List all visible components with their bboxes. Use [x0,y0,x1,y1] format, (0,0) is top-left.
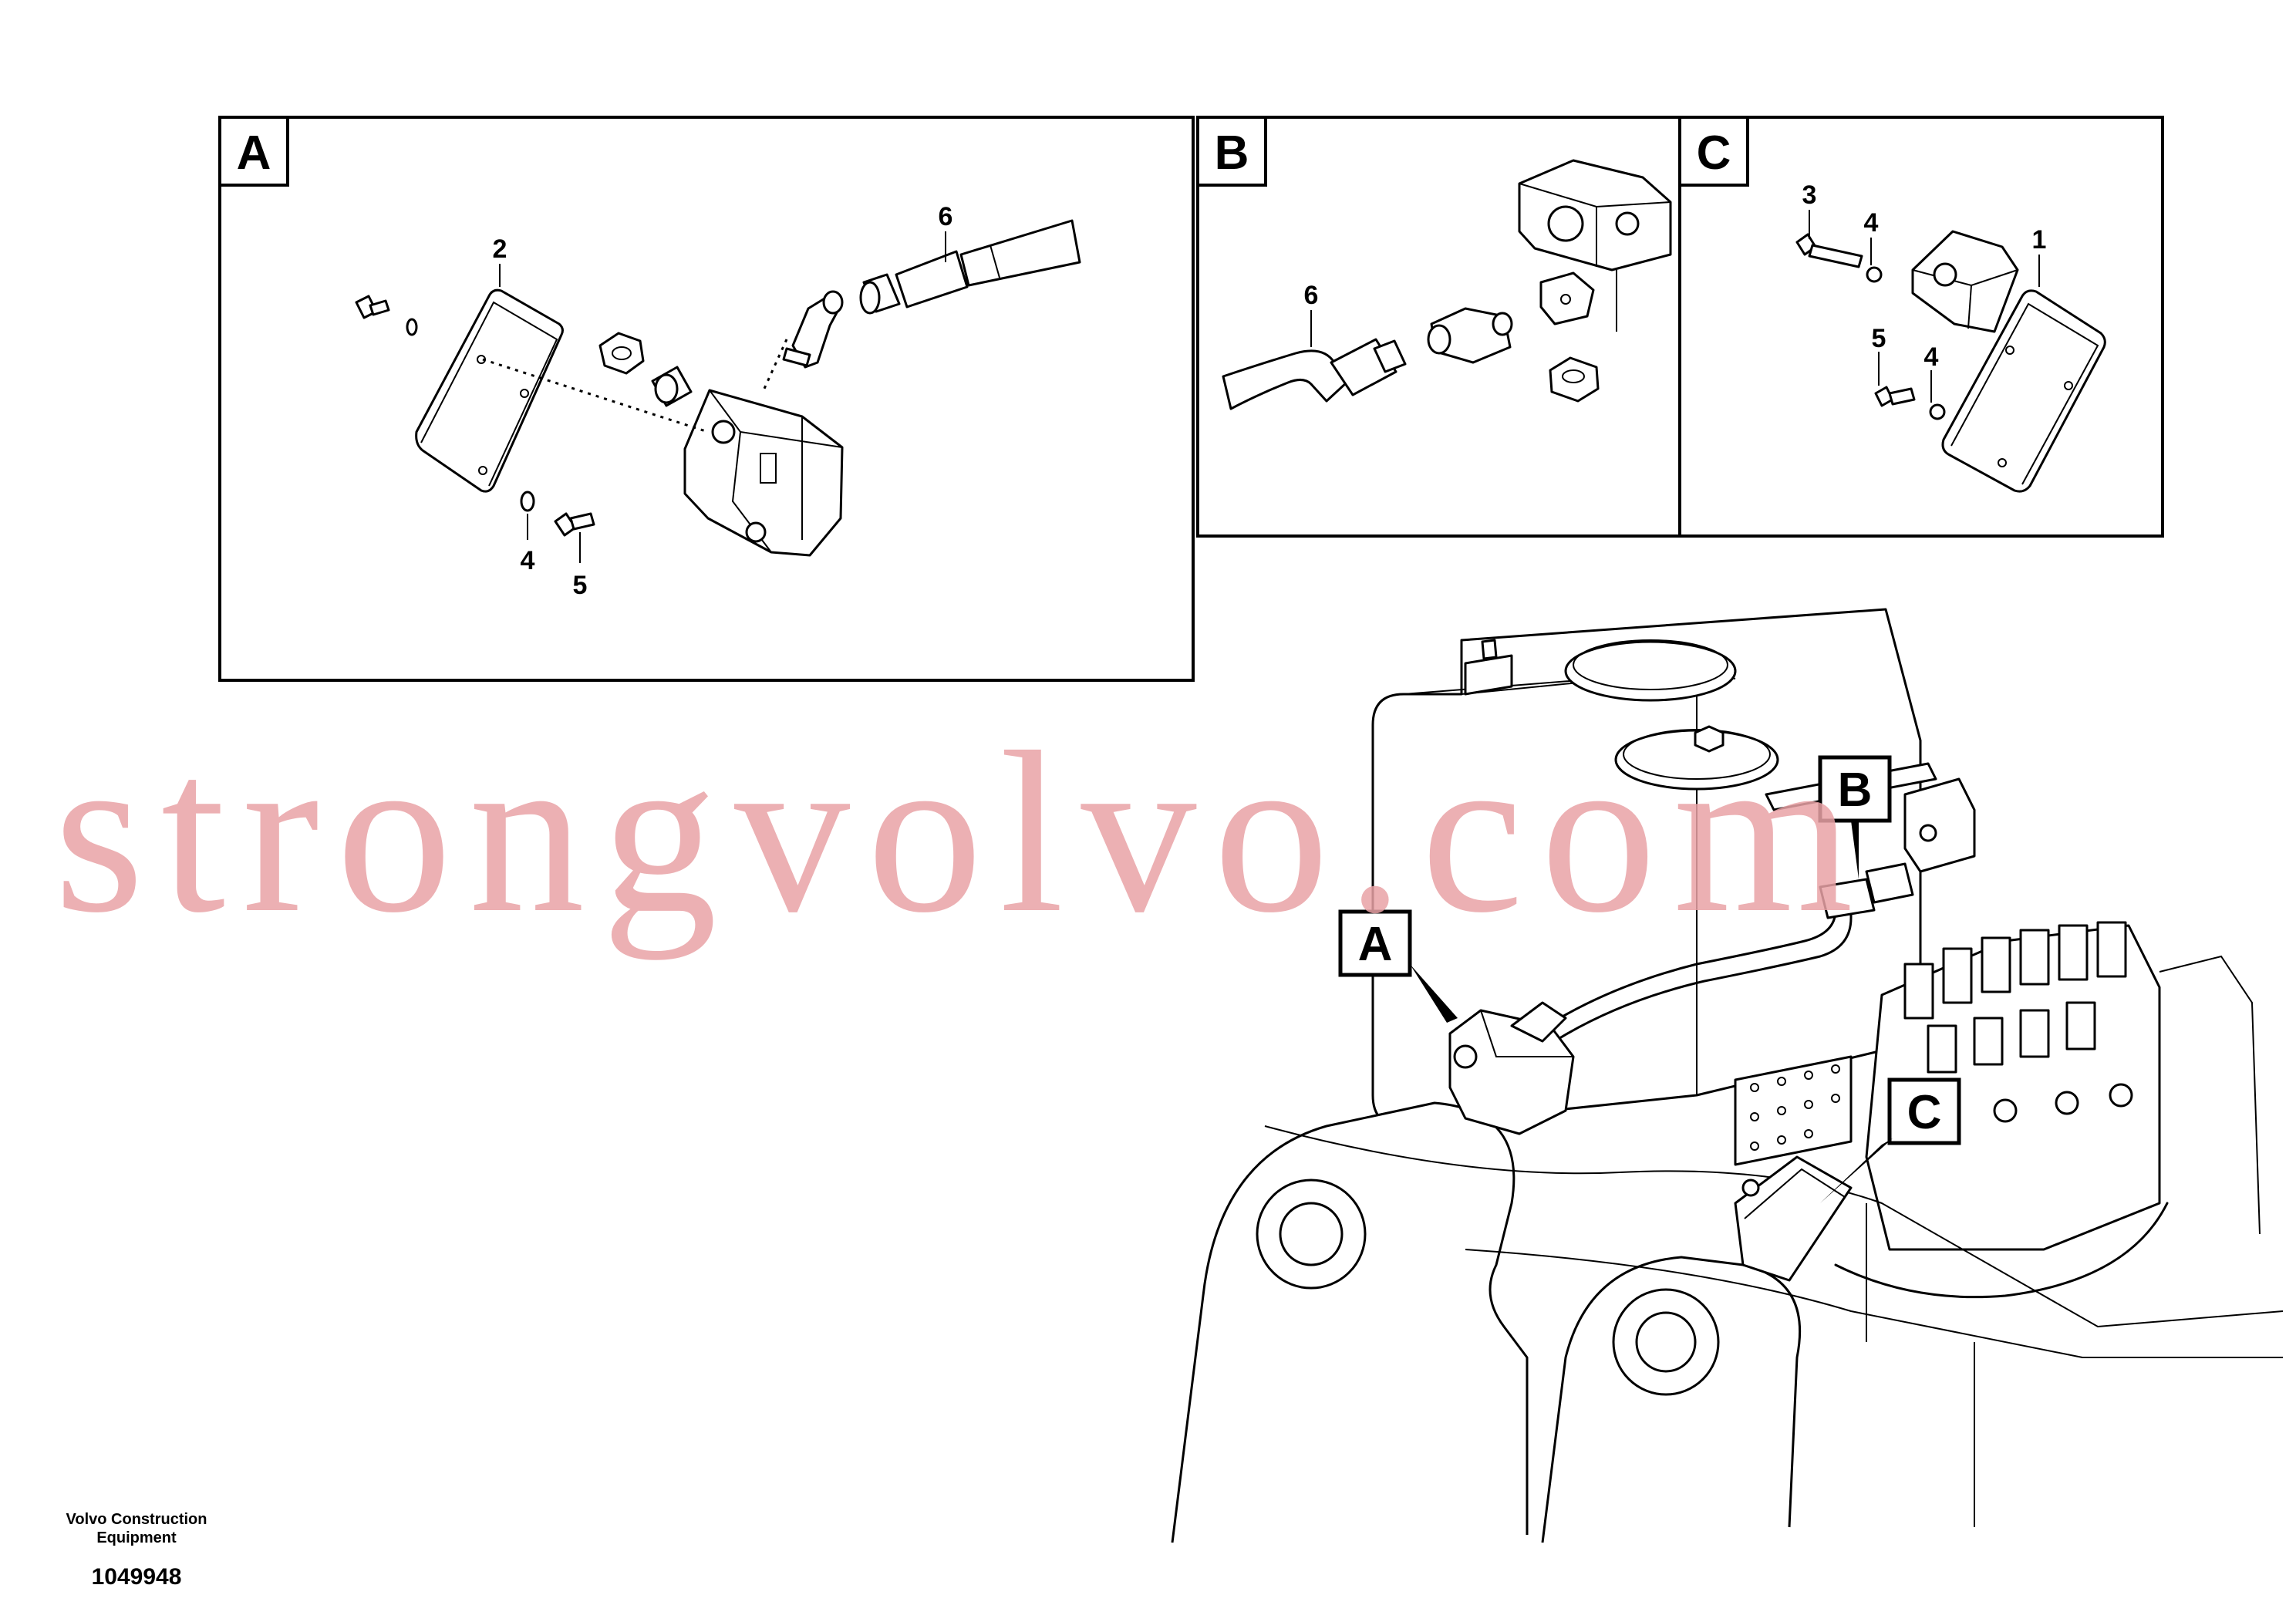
washer-part [1929,403,1946,420]
callout-5: 5 [1872,324,1886,353]
marker-c: C [1820,1077,1961,1203]
marker-a-label: A [1358,918,1393,971]
footer: Volvo Construction Equipment 1049948 [66,1511,207,1590]
marker-b: B [1818,755,1892,879]
elbow-fitting-part [782,290,844,369]
view-a-label-box [218,116,289,187]
plug-part [1539,271,1595,325]
assembly-line [482,358,709,433]
company-name-line2: Equipment [96,1529,177,1546]
view-a-label: A [237,126,271,180]
marker-c-label: C [1907,1086,1942,1139]
switch-a [1448,1001,1575,1135]
view-c-label-box [1678,116,1749,187]
callout-2: 2 [493,234,507,264]
callout-6: 6 [1304,281,1319,310]
nut-part [1549,356,1600,403]
callout-4: 4 [521,546,535,575]
view-b-label: B [1215,126,1249,180]
adapter-part [651,366,693,407]
switch-c [1734,1155,1853,1282]
view-a-panel: A [218,116,1195,682]
bolt-part [1795,233,1863,268]
marker-a: A [1338,909,1458,1023]
washer-part [1866,266,1883,283]
valve-block-part [683,389,844,557]
view-c-panel: C [1678,116,2164,538]
callout-1: 1 [2032,225,2047,255]
plate-holes [1750,1064,1840,1151]
screw-part [1874,386,1916,407]
hose-part [1222,338,1407,410]
lower-washer-part [520,491,535,512]
view-b-panel: B 6 [1196,116,1681,538]
callout-5: 5 [573,571,588,600]
view-c-label: C [1697,126,1731,180]
main-assembly: A B C [1171,608,2284,1543]
small-screw-part [355,295,390,319]
company-name-line1: Volvo Construction [66,1511,207,1528]
assembly-line [762,339,788,391]
valve-spools [1903,921,2133,1123]
callout-4: 4 [1924,342,1939,372]
valve-block-part [1518,159,1672,332]
callout-4: 4 [1864,208,1879,238]
callout-3: 3 [1802,180,1817,210]
watermark: strongvolvo.com [54,704,1870,961]
callout-6: 6 [939,202,953,231]
marker-b-label: B [1838,764,1873,817]
view-b-label-box [1196,116,1267,187]
drawing-number: 1049948 [92,1564,182,1590]
tee-fitting-part [1427,307,1513,364]
small-washer-part [406,318,418,336]
switch-block-part [1911,230,2019,333]
nut-part [598,332,645,375]
cover-plate-part [415,288,564,493]
lower-screw-part [554,512,595,537]
hose-assembly-part [859,219,1081,315]
cover-plate-part [1941,289,2106,493]
